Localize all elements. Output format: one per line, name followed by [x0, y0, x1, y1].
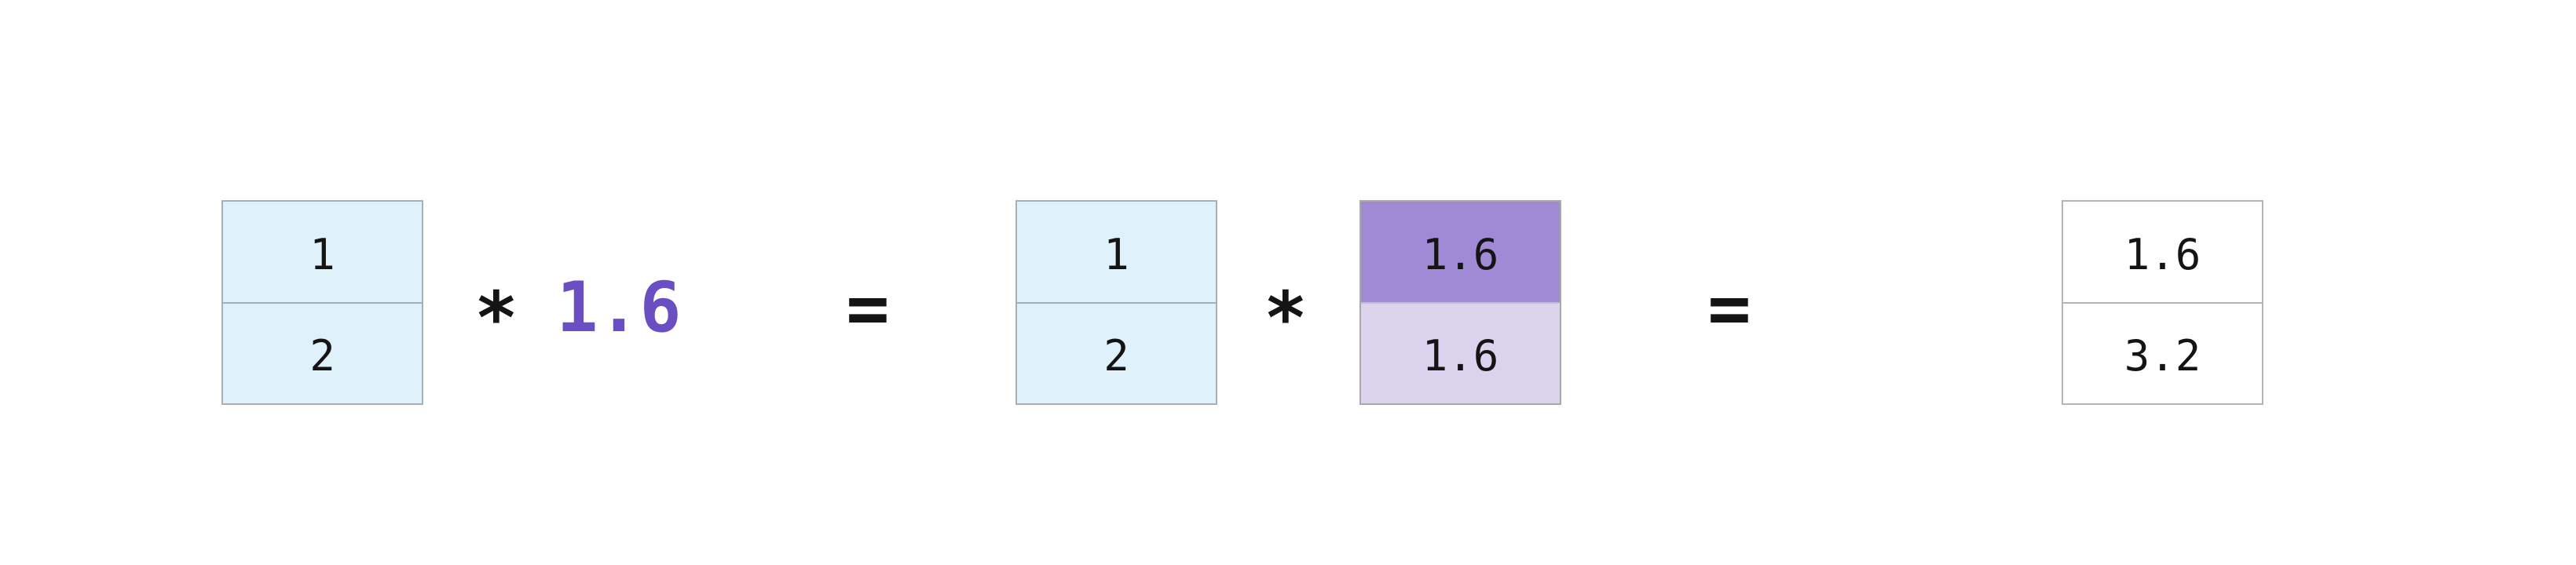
equals-operator-2: =	[1707, 266, 1751, 350]
vector-cell: 3.2	[2063, 301, 2262, 403]
equals-operator-1: =	[846, 266, 890, 350]
vector-cell: 1.6	[1361, 301, 1560, 403]
vector-cell: 1	[223, 202, 422, 302]
vector-cell: 1.6	[1361, 202, 1560, 302]
vector-cell: 2	[223, 301, 422, 403]
vector-cell: 1.6	[2063, 202, 2262, 302]
multiply-operator-1: *	[474, 276, 518, 360]
scalar-value: 1.6	[556, 267, 682, 348]
broadcast-vector: 1.6 1.6	[1359, 200, 1561, 405]
result-vector: 1.6 3.2	[2062, 200, 2263, 405]
input-vector-a: 1 2	[221, 200, 423, 405]
vector-cell: 1	[1017, 202, 1216, 302]
vector-cell: 2	[1017, 301, 1216, 403]
multiply-operator-2: *	[1264, 276, 1308, 360]
input-vector-b: 1 2	[1015, 200, 1217, 405]
